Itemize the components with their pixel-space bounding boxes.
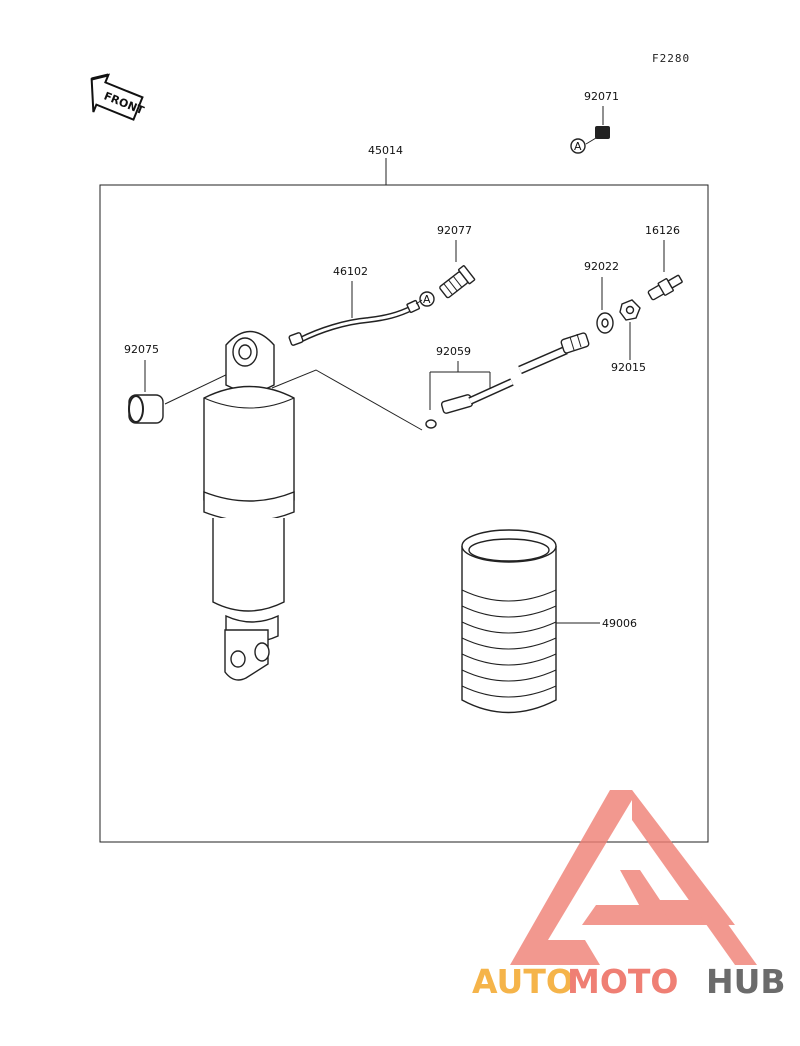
nut-part xyxy=(619,299,641,321)
label-valve: 16126 xyxy=(645,224,680,237)
front-arrow-icon: FRONT xyxy=(90,73,146,121)
svg-text:A: A xyxy=(574,140,582,153)
ref-marker-mid: A xyxy=(419,291,435,307)
label-nut: 92015 xyxy=(611,361,646,374)
tube-part xyxy=(425,332,590,429)
watermark-text: AUTO MOTO HUB xyxy=(472,962,786,1001)
label-valve-nut: 92077 xyxy=(437,224,472,237)
label-cap: 92071 xyxy=(584,90,619,103)
watermark-logo xyxy=(510,790,757,965)
label-boot: 49006 xyxy=(602,617,637,630)
label-washer: 92022 xyxy=(584,260,619,273)
svg-text:HUB: HUB xyxy=(706,962,786,1001)
label-hose: 46102 xyxy=(333,265,368,278)
assembly-frame xyxy=(99,184,709,843)
figure-code: F2280 xyxy=(652,52,690,65)
bushing-part xyxy=(128,371,233,424)
label-tube: 92059 xyxy=(436,345,471,358)
ref-marker-top: A xyxy=(570,138,586,154)
hose-part xyxy=(288,299,423,346)
valve-part xyxy=(647,274,683,301)
label-bushing: 92075 xyxy=(124,343,159,356)
svg-text:AUTO: AUTO xyxy=(472,962,574,1001)
valve-nut-part xyxy=(439,265,476,299)
shock-absorber-part xyxy=(203,330,295,681)
cap-part xyxy=(585,126,610,145)
svg-text:MOTO: MOTO xyxy=(567,962,678,1001)
boot-part xyxy=(461,529,557,714)
svg-text:A: A xyxy=(423,293,431,306)
label-assembly: 45014 xyxy=(368,144,403,157)
